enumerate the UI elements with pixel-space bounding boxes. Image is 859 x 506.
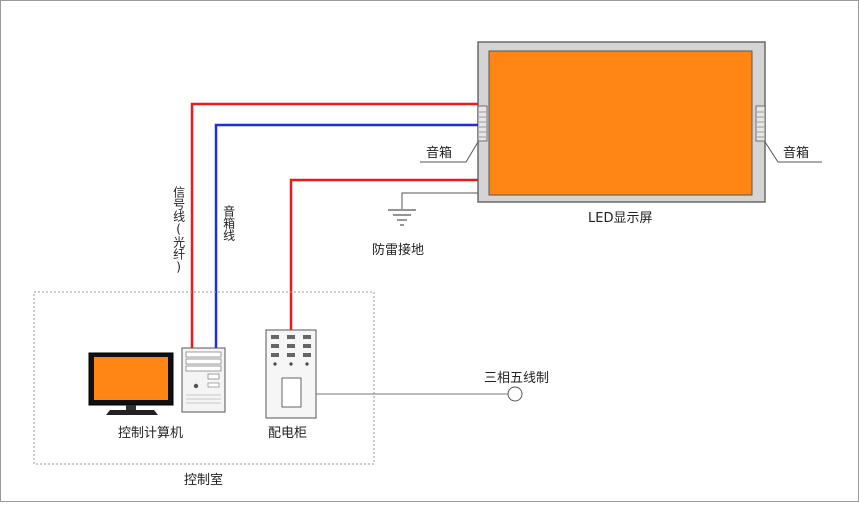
control-room-boundary xyxy=(33,291,375,465)
speaker-right-label: 音箱 xyxy=(783,146,810,161)
computer-tower xyxy=(181,347,226,413)
distribution-cabinet xyxy=(265,329,317,419)
distribution-cabinet-label: 配电柜 xyxy=(268,426,308,441)
control-room-label: 控制室 xyxy=(184,473,224,488)
control-computer-label: 控制计算机 xyxy=(118,426,184,441)
speaker-line-label: 音箱线 xyxy=(221,205,236,241)
led-screen-label: LED显示屏 xyxy=(588,211,653,226)
signal-line-wire xyxy=(190,102,478,349)
power-line-wire xyxy=(289,178,478,331)
led-screen xyxy=(477,41,766,203)
ground-symbol xyxy=(388,192,478,226)
speaker-line-wire xyxy=(214,123,478,349)
three-phase-line xyxy=(316,386,523,402)
monitor xyxy=(88,352,174,415)
three-phase-label: 三相五线制 xyxy=(484,371,550,386)
speaker-right-leader xyxy=(764,141,822,163)
signal-line-label: 信号线(光纤) xyxy=(171,186,186,274)
speaker-right xyxy=(755,105,766,142)
led-screen-panel xyxy=(488,50,753,196)
speaker-left-leader xyxy=(420,141,479,163)
lightning-ground-label: 防雷接地 xyxy=(372,243,425,258)
speaker-left-label: 音箱 xyxy=(426,146,453,161)
speaker-left xyxy=(477,105,488,142)
